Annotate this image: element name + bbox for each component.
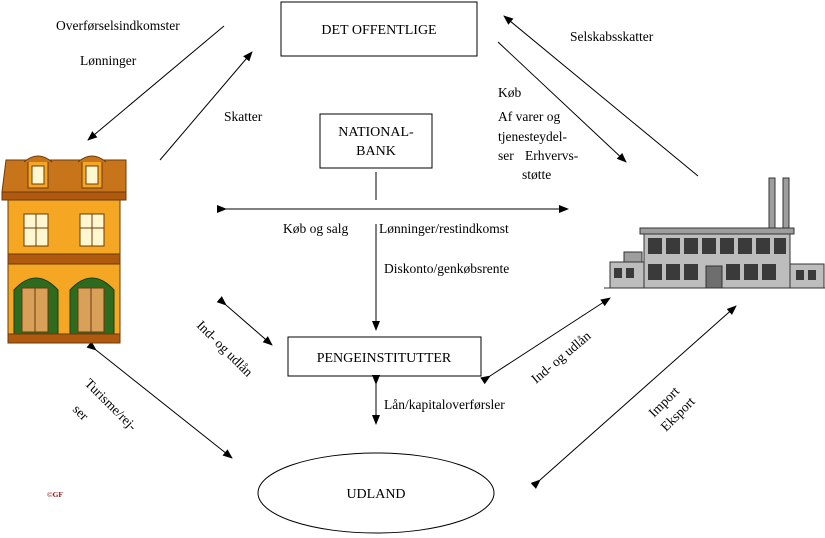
label-kob: Køb (498, 85, 521, 100)
factory-icon (604, 177, 825, 289)
label-turisme-ser: ser (70, 402, 92, 424)
arrow-kob-varer (497, 41, 627, 163)
offentlige-node: DET OFFENTLIGE (280, 1, 478, 57)
label-ser: ser (498, 148, 514, 163)
label-erhvervs: Erhvervs- (525, 148, 579, 163)
arrow-turisme (86, 341, 233, 459)
arrow-import-eksport (530, 305, 737, 489)
arrow-skatter (159, 51, 253, 161)
label-kob-og-salg: Køb og salg (283, 221, 348, 236)
label-af-varer: Af varer og (498, 109, 560, 124)
copyright-mark: ©GF (47, 490, 63, 499)
udland-label: UDLAND (346, 487, 405, 502)
pengeinstitutter-label: PENGEINSTITUTTER (317, 351, 452, 366)
nationalbank-label-line1: NATIONAL- (338, 125, 414, 140)
udland-node: UDLAND (257, 452, 495, 534)
label-stotte: støtte (522, 167, 551, 182)
label-selskabsskatter: Selskabsskatter (570, 29, 654, 44)
label-skatter: Skatter (224, 109, 263, 124)
label-lonninger-rente: Lønninger/restindkomst (379, 221, 509, 236)
label-diskonto: Diskonto/genkøbsrente (384, 261, 509, 276)
house-icon (1, 155, 127, 344)
nationalbank-label-line2: BANK (356, 144, 396, 159)
arrow-ind-udlan-left (216, 296, 273, 346)
label-lonninger-left: Lønninger (80, 53, 137, 68)
label-turisme: Turisme/rej- (82, 376, 140, 434)
arrow-selskabsskatter (503, 15, 699, 177)
label-overforsel: Overførselsindkomster (56, 18, 180, 33)
nationalbank-node: NATIONAL- BANK (319, 113, 433, 169)
pengeinstitutter-node: PENGEINSTITUTTER (287, 336, 482, 377)
label-laan-kapital: Lån/kapitaloverførsler (384, 397, 505, 412)
arrow-overforsel (87, 25, 225, 141)
offentlige-label: DET OFFENTLIGE (321, 23, 436, 38)
label-tjenesteydel: tjenesteydel- (498, 129, 567, 144)
label-ind-udlan-left: Ind- og udlån (194, 318, 256, 380)
label-ind-udlan-right: Ind- og udlån (528, 328, 594, 386)
